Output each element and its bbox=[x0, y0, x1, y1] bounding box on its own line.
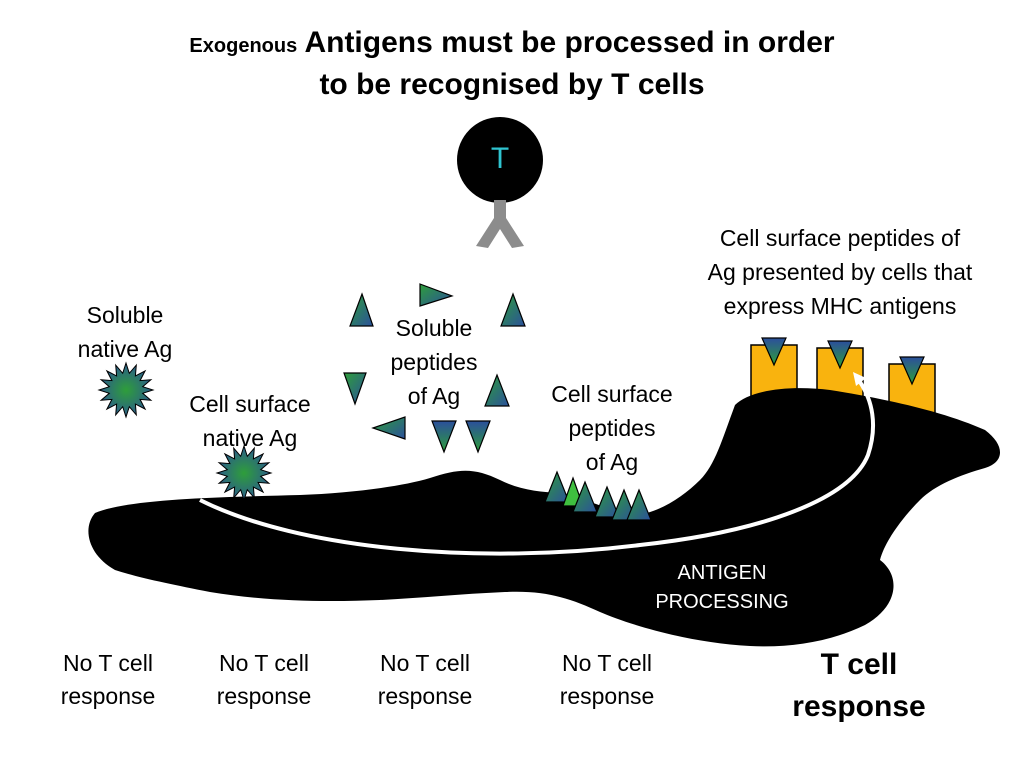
page-title-line1: Exogenous Antigens must be processed in … bbox=[0, 26, 1024, 60]
soluble-peptide bbox=[349, 292, 374, 327]
surface-peptide bbox=[626, 488, 652, 521]
title-main: Antigens must be processed in order bbox=[304, 26, 835, 59]
mhc-peptide-3 bbox=[899, 356, 925, 386]
label-mhc-presented: Cell surface peptides of Ag presented by… bbox=[707, 225, 973, 319]
soluble-peptide bbox=[500, 292, 526, 327]
response-4: No T cell response bbox=[559, 650, 655, 709]
soluble-peptide bbox=[371, 416, 406, 440]
soluble-peptide bbox=[431, 420, 457, 454]
label-cell-surface-native-ag: Cell surface native Ag bbox=[189, 391, 311, 451]
label-soluble-peptides: Soluble peptides of Ag bbox=[390, 315, 478, 409]
response-2: No T cell response bbox=[216, 650, 312, 709]
label-antigen-processing: ANTIGEN PROCESSING bbox=[655, 562, 789, 613]
label-cell-surface-peptides: Cell surface peptides of Ag bbox=[551, 381, 673, 475]
response-3: No T cell response bbox=[377, 650, 473, 709]
t-cell-label: T bbox=[490, 142, 510, 175]
surface-peptide bbox=[572, 480, 598, 513]
surface-peptide bbox=[594, 485, 620, 518]
soluble-native-antigen bbox=[97, 361, 155, 419]
processing-arc bbox=[199, 380, 876, 556]
soluble-peptide bbox=[419, 283, 454, 307]
soluble-peptide bbox=[343, 372, 367, 406]
surface-peptide bbox=[544, 470, 570, 503]
processing-arrowhead bbox=[853, 372, 866, 386]
cell-body bbox=[88, 388, 1001, 647]
soluble-peptide bbox=[465, 420, 491, 454]
page-title-line2: to be recognised by T cells bbox=[319, 68, 705, 101]
title-prefix: Exogenous bbox=[189, 35, 298, 57]
t-cell bbox=[457, 117, 543, 203]
mhc-peptide-2 bbox=[827, 340, 853, 370]
cell-surface-native-antigen bbox=[215, 444, 273, 502]
t-cell-receptor bbox=[476, 200, 524, 248]
response-1: No T cell response bbox=[60, 650, 156, 709]
mhc-peptide-1 bbox=[761, 337, 787, 367]
response-positive: T cell response bbox=[792, 648, 926, 723]
soluble-peptide bbox=[484, 373, 510, 407]
label-soluble-native-ag: Soluble native Ag bbox=[77, 302, 173, 362]
